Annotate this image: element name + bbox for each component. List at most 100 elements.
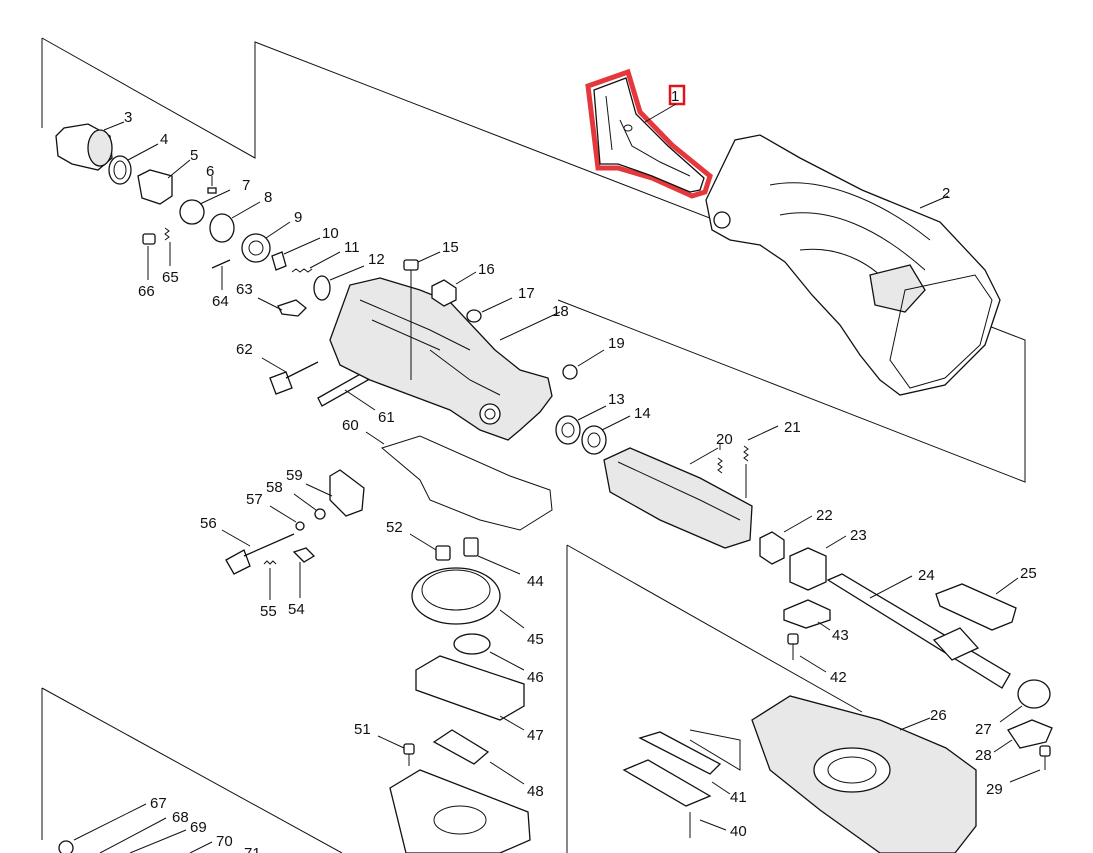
label-5: 5: [190, 147, 198, 164]
part-14-gear[interactable]: [581, 415, 631, 455]
part-3-collar[interactable]: [55, 121, 125, 171]
label-63: 63: [236, 281, 253, 298]
part-12-cap[interactable]: [313, 265, 365, 301]
part-51-screw[interactable]: [377, 735, 415, 766]
label-16: 16: [478, 261, 495, 278]
part-1-handle-cover[interactable]: [585, 68, 713, 199]
part-20-slider-housing[interactable]: [603, 444, 753, 549]
part-7-ring[interactable]: [179, 189, 231, 225]
part-60-wire-guard[interactable]: [365, 431, 553, 531]
part-9-nut[interactable]: [241, 221, 291, 263]
label-4: 4: [160, 131, 168, 148]
label-48: 48: [527, 783, 544, 800]
label-65: 65: [162, 269, 179, 286]
part-46-ring[interactable]: [453, 633, 525, 671]
part-43-bracket[interactable]: [783, 599, 831, 631]
part-2-rear-housing[interactable]: [705, 134, 1001, 396]
part-13-bearing[interactable]: [555, 405, 607, 445]
label-66: 66: [138, 283, 155, 300]
part-65-spring[interactable]: [164, 227, 171, 266]
label-11: 11: [344, 239, 360, 256]
part-68-leader[interactable]: [99, 817, 167, 853]
label-10: 10: [322, 225, 339, 242]
label-59: 59: [286, 467, 303, 484]
part-26-base-housing[interactable]: [751, 695, 977, 853]
label-67: 67: [150, 795, 167, 812]
label-54: 54: [288, 601, 305, 618]
part-41-guide[interactable]: [638, 729, 741, 795]
label-14: 14: [634, 405, 651, 422]
label-13: 13: [608, 391, 625, 408]
label-19: 19: [608, 335, 625, 352]
label-9: 9: [294, 209, 302, 226]
base-plate[interactable]: [389, 769, 531, 853]
part-56-lever[interactable]: [221, 529, 295, 575]
label-55: 55: [260, 603, 277, 620]
part-67-ring[interactable]: [58, 803, 147, 853]
part-23-block[interactable]: [789, 535, 847, 591]
label-21: 21: [784, 419, 801, 436]
part-17-washer[interactable]: [466, 297, 513, 323]
label-17: 17: [518, 285, 535, 302]
part-4-ring[interactable]: [108, 143, 159, 185]
label-8: 8: [264, 189, 272, 206]
part-labels: 1 2 3 4 5 6 7 8 9 10 11 12 13 14 15 16 1…: [124, 88, 1037, 853]
part-44-screw[interactable]: [463, 537, 521, 575]
part-19-ring[interactable]: [562, 349, 605, 380]
part-6-pin[interactable]: [207, 176, 217, 194]
part-29-screw[interactable]: [1009, 745, 1051, 783]
part-57-ring[interactable]: [269, 505, 305, 531]
part-42-screw[interactable]: [787, 633, 827, 673]
part-69-leader[interactable]: [129, 829, 187, 853]
label-41: 41: [730, 789, 747, 806]
part-22-block[interactable]: [759, 515, 813, 565]
part-21-spring[interactable]: [743, 425, 779, 498]
part-64-pin[interactable]: [211, 259, 231, 290]
label-20: 20: [716, 431, 733, 448]
part-11-spring[interactable]: [291, 251, 341, 273]
part-62-lever[interactable]: [261, 357, 319, 395]
label-26: 26: [930, 707, 947, 724]
part-5-sleeve[interactable]: [137, 159, 191, 205]
part-61-shaft[interactable]: [317, 371, 376, 411]
part-63-bracket[interactable]: [257, 297, 307, 317]
part-28-plate[interactable]: [993, 719, 1053, 753]
part-52-nut[interactable]: [409, 533, 451, 561]
part-16-nut[interactable]: [431, 271, 477, 307]
label-44: 44: [527, 573, 544, 590]
label-27: 27: [975, 721, 992, 738]
panel-outlines: [41, 37, 1026, 853]
label-58: 58: [266, 479, 283, 496]
part-45-disc[interactable]: [411, 567, 525, 629]
label-70: 70: [216, 833, 233, 850]
part-27-cap[interactable]: [999, 679, 1051, 723]
label-25: 25: [1020, 565, 1037, 582]
label-15: 15: [442, 239, 459, 256]
part-15-screw[interactable]: [403, 251, 441, 380]
part-66-screw[interactable]: [142, 233, 156, 280]
label-46: 46: [527, 669, 544, 686]
part-47-plate[interactable]: [415, 655, 525, 731]
part-25-plate[interactable]: [935, 577, 1019, 631]
label-6: 6: [206, 163, 214, 180]
label-47: 47: [527, 727, 544, 744]
label-51: 51: [354, 721, 371, 738]
part-48-clamp[interactable]: [432, 729, 525, 785]
part-10-clip[interactable]: [271, 237, 321, 271]
part-8-ring[interactable]: [209, 201, 261, 243]
part-55-spring[interactable]: [263, 560, 277, 600]
label-45: 45: [527, 631, 544, 648]
part-70-leader[interactable]: [189, 841, 213, 853]
part-18-gear-housing[interactable]: [329, 277, 561, 441]
label-12: 12: [368, 251, 385, 268]
part-40-plate[interactable]: [622, 759, 727, 838]
label-24: 24: [918, 567, 935, 584]
label-61: 61: [378, 409, 395, 426]
label-69: 69: [190, 819, 207, 836]
part-54-block[interactable]: [292, 547, 316, 598]
label-42: 42: [830, 669, 847, 686]
part-59-plate[interactable]: [305, 469, 365, 517]
part-58-ring[interactable]: [293, 493, 326, 520]
label-2: 2: [942, 185, 950, 202]
part-24-plunger[interactable]: [826, 573, 1011, 689]
